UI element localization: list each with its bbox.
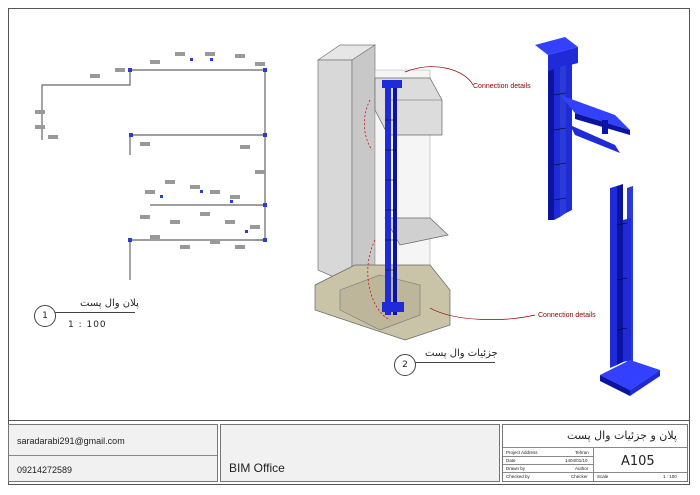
detail-view-title: جزئیات وال پست (425, 348, 498, 359)
connection-detail-bottom (600, 184, 660, 396)
detail-3d-drawing (314, 44, 451, 341)
info-row-2 (503, 464, 593, 465)
info-row-1 (503, 456, 593, 457)
project-address-value: Tehran (575, 450, 589, 455)
scale-label: Scale (597, 474, 609, 479)
sheet-number: A105 (621, 454, 655, 469)
callout-leaders (404, 66, 536, 320)
detail-view-title-line (405, 362, 495, 363)
title-block-contact: saradarabi291@gmail.com 09214272589 (8, 424, 218, 482)
connection-detail-top (535, 37, 630, 220)
plan-view-number: 1 (42, 311, 48, 321)
contact-email: saradarabi291@gmail.com (17, 436, 125, 446)
date-label: Date (506, 458, 516, 463)
plan-view-drawing (35, 52, 267, 280)
project-address-label: Project Address (506, 450, 538, 455)
info-divider-top (503, 447, 687, 448)
detail-view-number: 2 (402, 360, 408, 370)
checked-by-label: Checked by (506, 474, 530, 479)
info-divider-col (593, 447, 594, 481)
sheet-title: پلان و جزئیات وال پست (567, 429, 677, 442)
title-block-office: BIM Office (220, 424, 500, 482)
date-value: 1404/01/10 (565, 458, 588, 463)
contact-phone: 09214272589 (17, 465, 73, 475)
sheet-border (8, 8, 690, 485)
plan-view-title: پلان وال پست (80, 298, 139, 309)
callout-label-bottom: Connection details (538, 312, 596, 319)
plan-view-title-line (55, 312, 135, 313)
info-row-3 (503, 472, 687, 473)
callout-label-top: Connection details (473, 83, 531, 90)
office-name: BIM Office (229, 461, 285, 475)
title-block-info: پلان و جزئیات وال پست Project Address Te… (502, 424, 688, 482)
title-block (8, 420, 690, 485)
drawn-by-value: Author (575, 466, 589, 471)
drawn-by-label: Drawn by (506, 466, 526, 471)
detail-view-number-circle: 2 (394, 354, 416, 376)
plan-view-number-circle: 1 (34, 305, 56, 327)
contact-divider (9, 455, 217, 456)
checked-by-value: Checker (571, 474, 588, 479)
scale-value: 1 : 100 (663, 474, 677, 479)
plan-view-scale: 1 : 100 (68, 320, 107, 330)
